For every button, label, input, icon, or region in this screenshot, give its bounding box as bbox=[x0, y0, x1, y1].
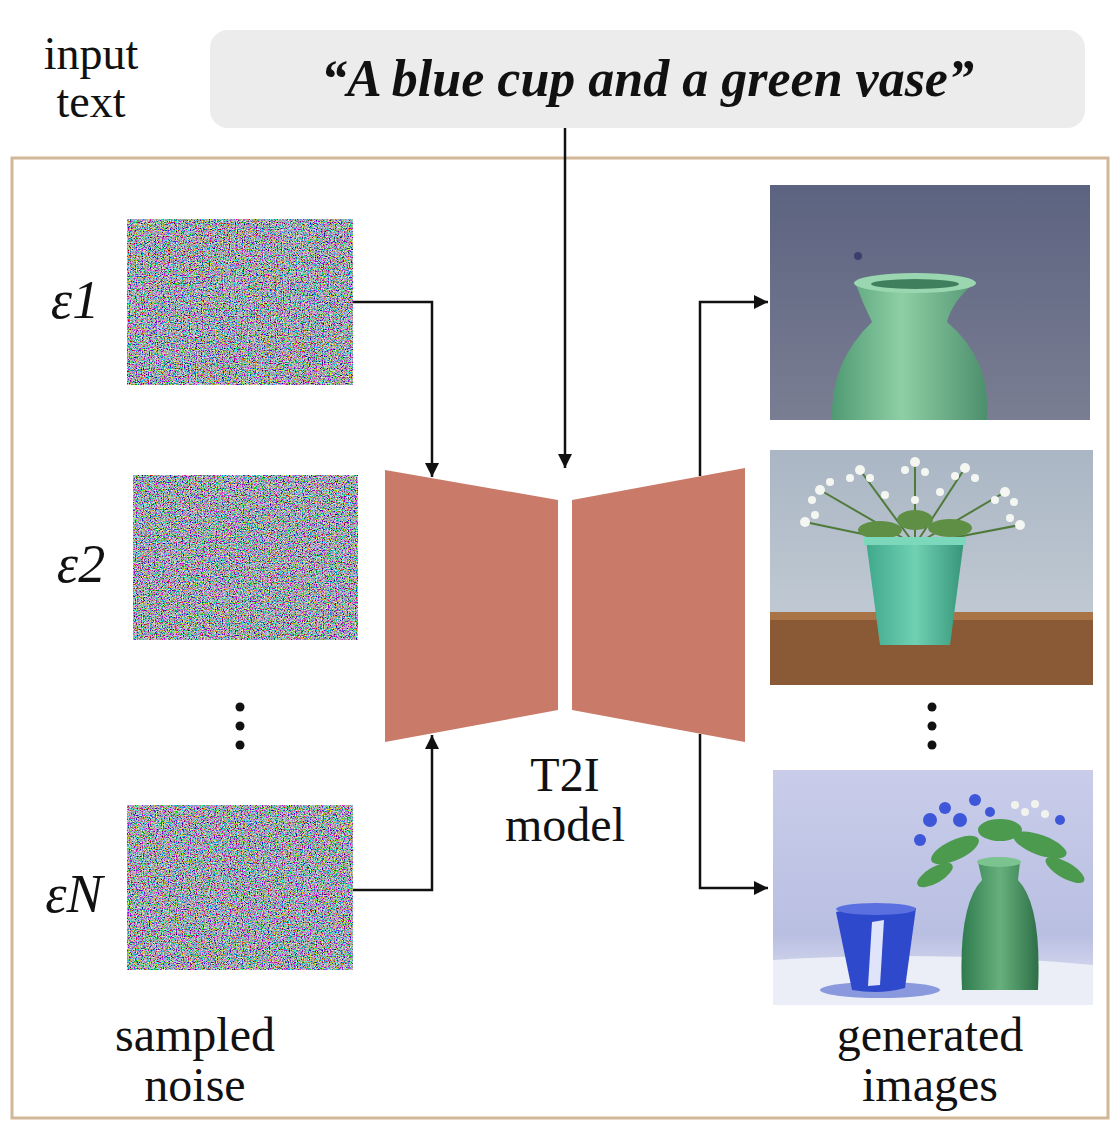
input-wire bbox=[353, 302, 432, 477]
flower bbox=[936, 488, 944, 496]
image-background bbox=[773, 770, 1093, 1005]
vase bbox=[832, 282, 988, 420]
leaf bbox=[914, 858, 957, 892]
flower bbox=[985, 807, 995, 817]
white-flowers bbox=[1011, 800, 1049, 818]
column-label: sampled noise bbox=[75, 1010, 315, 1111]
cup-highlight bbox=[868, 920, 884, 986]
paint-speck bbox=[854, 252, 862, 260]
blue-flowers bbox=[914, 794, 1065, 846]
model-half bbox=[572, 468, 745, 742]
noise-symbol: εN bbox=[24, 866, 124, 923]
flower bbox=[991, 496, 999, 504]
blue-cup bbox=[836, 906, 916, 992]
flower bbox=[826, 478, 834, 486]
pot-rim bbox=[864, 537, 966, 545]
flower bbox=[953, 813, 967, 827]
dot bbox=[928, 722, 937, 731]
flower bbox=[969, 794, 981, 806]
flower bbox=[921, 468, 929, 476]
flower bbox=[1041, 810, 1049, 818]
flower bbox=[866, 474, 874, 482]
leaf bbox=[978, 819, 1022, 841]
wires bbox=[353, 302, 768, 890]
flower bbox=[1011, 801, 1019, 809]
model-caption: T2I model bbox=[385, 750, 745, 851]
leaf bbox=[928, 519, 972, 537]
text-conditioning-arrow bbox=[564, 128, 567, 468]
image-background bbox=[770, 450, 1093, 685]
flower-stems bbox=[805, 462, 1020, 545]
axis-label: input text bbox=[6, 30, 176, 127]
flower bbox=[923, 813, 937, 827]
flower bbox=[1006, 514, 1014, 522]
tablecloth bbox=[773, 956, 1093, 1005]
output-wire bbox=[700, 734, 768, 888]
flower bbox=[1021, 808, 1029, 816]
prompt-text: “A blue cup and a green vase” bbox=[321, 50, 974, 107]
flower bbox=[855, 465, 865, 475]
flower bbox=[914, 834, 926, 846]
output-wire bbox=[700, 302, 768, 476]
flower bbox=[800, 517, 810, 527]
leaves bbox=[858, 510, 972, 539]
flower bbox=[939, 802, 951, 814]
cup-rim bbox=[836, 903, 916, 915]
generated-image bbox=[770, 450, 1093, 685]
model-label: T2I model bbox=[480, 750, 650, 851]
generated-image bbox=[770, 185, 1090, 420]
flower-pot bbox=[866, 540, 964, 645]
dot bbox=[928, 703, 937, 712]
noise-symbol: ε2 bbox=[36, 536, 126, 593]
vase-rim bbox=[854, 273, 976, 293]
image-background bbox=[770, 185, 1090, 420]
input-wire bbox=[353, 735, 432, 890]
dot bbox=[236, 703, 245, 712]
flower bbox=[846, 474, 854, 482]
flower bbox=[881, 491, 889, 499]
generated-image bbox=[773, 770, 1093, 1005]
dot bbox=[928, 741, 937, 750]
flower bbox=[971, 474, 979, 482]
noise-symbol: ε1 bbox=[30, 272, 120, 329]
flower bbox=[951, 472, 959, 480]
outer-frame bbox=[12, 158, 1108, 1118]
model-shape bbox=[385, 468, 745, 748]
model-block: T2I model bbox=[385, 468, 745, 858]
flower bbox=[808, 496, 816, 504]
flower bbox=[811, 511, 819, 519]
column-label: generated images bbox=[780, 1010, 1080, 1111]
leaf bbox=[897, 510, 933, 530]
model-half bbox=[385, 470, 558, 742]
green-vase bbox=[961, 862, 1038, 990]
noise-image bbox=[127, 805, 353, 970]
prompt-box: “A blue cup and a green vase” bbox=[210, 30, 1085, 128]
dot bbox=[236, 722, 245, 731]
leaf bbox=[858, 521, 902, 539]
noise-image bbox=[127, 219, 353, 385]
flower bbox=[960, 463, 970, 473]
flower bbox=[815, 485, 825, 495]
leaf bbox=[927, 830, 983, 870]
white-flowers bbox=[800, 457, 1025, 530]
flower bbox=[1031, 800, 1039, 808]
dot bbox=[236, 741, 245, 750]
flower bbox=[1055, 815, 1065, 825]
vase-opening bbox=[871, 279, 959, 289]
flower bbox=[1000, 487, 1010, 497]
flower bbox=[1015, 520, 1025, 530]
flower bbox=[901, 466, 909, 474]
flower bbox=[1010, 498, 1018, 506]
noise-image bbox=[133, 475, 358, 640]
flower bbox=[910, 457, 920, 467]
leaf bbox=[1042, 852, 1088, 888]
vase-rim bbox=[977, 857, 1021, 867]
flower bbox=[911, 496, 919, 504]
